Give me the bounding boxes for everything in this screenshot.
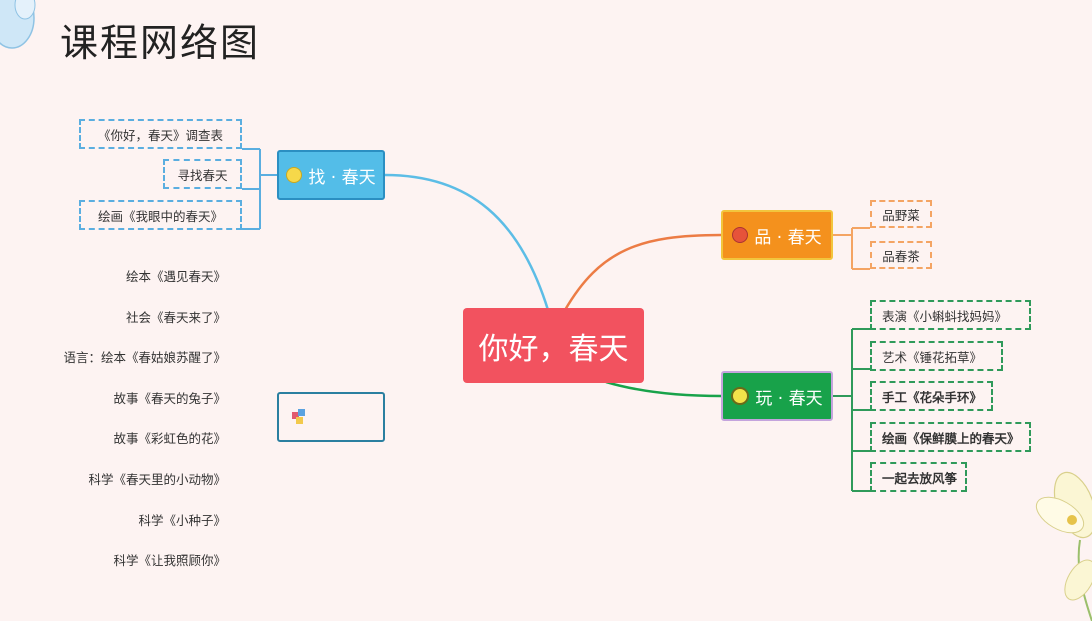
page-title: 课程网络图 [60, 21, 261, 65]
play-item-2[interactable]: 艺术《锤花拓草》 [870, 341, 1003, 371]
plain-item-2: 社会《春天来了》 [125, 310, 226, 325]
connector-taste-leaves [833, 227, 870, 270]
magnifier-icon [731, 387, 750, 405]
plain-item-6: 科学《春天里的小动物》 [88, 472, 226, 487]
branch-find[interactable]: 找 · 春天 [277, 150, 385, 200]
clock-icon [286, 167, 303, 183]
cube-icon [292, 409, 305, 424]
play-item-4[interactable]: 绘画《保鲜膜上的春天》 [870, 422, 1031, 452]
branch-find-label: 找 · 春天 [308, 167, 376, 188]
plain-item-3: 语言：绘本《春姑娘苏醒了》 [63, 350, 226, 365]
center-node[interactable]: 你好，春天 [463, 308, 644, 383]
find-item-2[interactable]: 寻找春天 [163, 159, 242, 189]
plain-item-8: 科学《让我照顾你》 [113, 553, 226, 568]
taste-item-1[interactable]: 品野菜 [870, 200, 932, 228]
connector-play-leaves [833, 328, 870, 492]
play-item-5[interactable]: 一起去放风筝 [870, 462, 967, 492]
play-item-1[interactable]: 表演《小蝌蚪找妈妈》 [870, 300, 1031, 330]
branch-empty[interactable] [277, 392, 385, 442]
play-item-3[interactable]: 手工《花朵手环》 [870, 381, 993, 411]
plain-item-7: 科学《小种子》 [138, 513, 226, 528]
plain-item-1: 绘本《遇见春天》 [125, 269, 226, 284]
plain-item-4: 故事《春天的兔子》 [113, 391, 226, 406]
flower-decoration-topleft [0, 0, 36, 49]
taste-item-2[interactable]: 品春茶 [870, 241, 932, 269]
branch-taste-label: 品 · 春天 [754, 227, 822, 248]
plain-item-5: 故事《彩虹色的花》 [113, 431, 226, 446]
connector-find [384, 173, 550, 311]
connector-taste [563, 233, 722, 311]
apple-icon [732, 227, 749, 243]
connector-find-leaves [242, 148, 277, 230]
find-item-1[interactable]: 《你好，春天》调查表 [79, 119, 242, 149]
branch-play-label: 玩 · 春天 [755, 388, 823, 409]
connector-play [605, 380, 722, 398]
branch-play[interactable]: 玩 · 春天 [721, 371, 833, 421]
branch-taste[interactable]: 品 · 春天 [721, 210, 833, 260]
flower-decoration-bottomright [1035, 471, 1092, 621]
find-item-3[interactable]: 绘画《我眼中的春天》 [79, 200, 242, 230]
